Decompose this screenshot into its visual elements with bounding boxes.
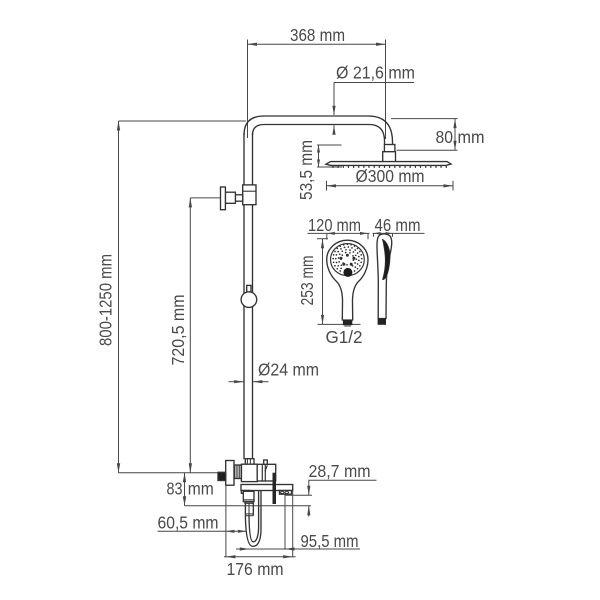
svg-text:mm: mm: [458, 127, 485, 147]
svg-text:53,5 mm: 53,5 mm: [296, 140, 316, 200]
svg-text:Ø 21,6 mm: Ø 21,6 mm: [336, 63, 415, 83]
svg-text:mm: mm: [188, 478, 214, 498]
svg-text:120 mm: 120 mm: [308, 215, 361, 235]
svg-text:800-1250 mm: 800-1250 mm: [96, 254, 116, 346]
svg-text:46 mm: 46 mm: [375, 215, 421, 235]
svg-text:95,5 mm: 95,5 mm: [301, 531, 359, 551]
svg-text:60,5 mm: 60,5 mm: [158, 512, 219, 532]
svg-text:253 mm: 253 mm: [297, 256, 317, 306]
svg-text:28,7 mm: 28,7 mm: [309, 461, 371, 481]
svg-text:368 mm: 368 mm: [290, 25, 345, 45]
svg-text:176 mm: 176 mm: [227, 559, 284, 579]
svg-text:Ø300 mm: Ø300 mm: [356, 166, 425, 186]
svg-text:83: 83: [167, 478, 183, 498]
svg-text:G1/2: G1/2: [326, 327, 363, 347]
svg-text:720,5 mm: 720,5 mm: [168, 295, 188, 366]
svg-text:Ø24 mm: Ø24 mm: [258, 359, 319, 379]
svg-text:80: 80: [436, 127, 454, 147]
